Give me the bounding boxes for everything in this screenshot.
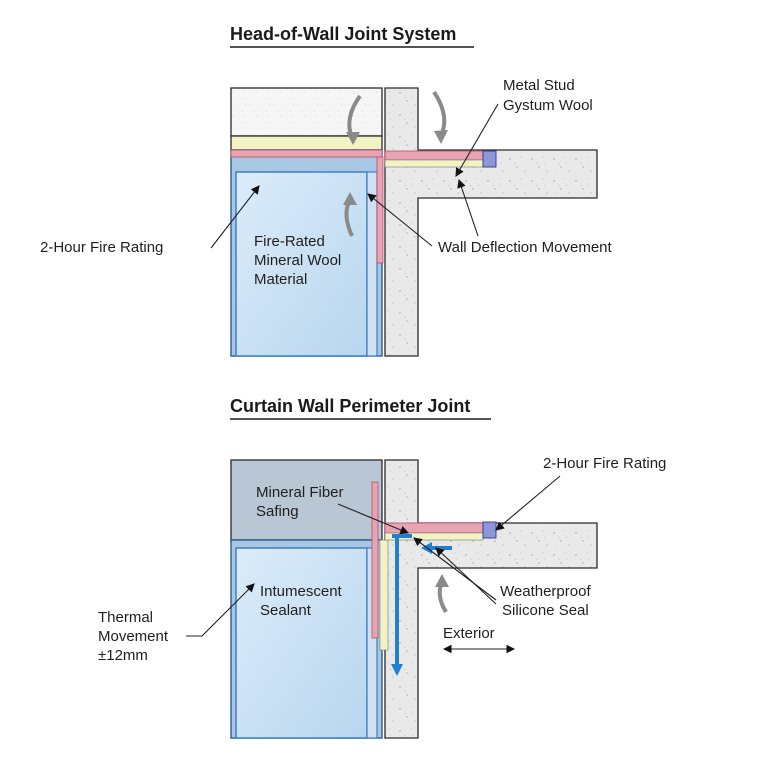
deflection-arrow-icon bbox=[346, 132, 360, 145]
label-mineral-fiber-1: Mineral Fiber bbox=[256, 484, 344, 501]
leader-deflection-a bbox=[367, 193, 433, 247]
seal-block bbox=[482, 521, 497, 539]
leader-seal-a bbox=[435, 547, 497, 605]
seal-block bbox=[482, 150, 497, 168]
label-weatherproof-2: Silicone Seal bbox=[502, 602, 589, 619]
label-thermal-2: Movement bbox=[98, 628, 169, 645]
leader-thermal bbox=[186, 583, 255, 637]
label-exterior: Exterior bbox=[443, 625, 495, 642]
label-thermal-3: ±12mm bbox=[98, 647, 148, 664]
intumescent-strip bbox=[379, 539, 389, 651]
fire-strip-vertical bbox=[371, 481, 379, 639]
leader-deflection-b bbox=[457, 178, 479, 237]
label-gypsum-wool: Gystum Wool bbox=[503, 97, 593, 114]
label-mineral-wool-2: Mineral Wool bbox=[254, 252, 341, 269]
label-intumescent-2: Sealant bbox=[260, 602, 312, 619]
label-intumescent-1: Intumescent bbox=[260, 583, 343, 600]
fire-strip-slab bbox=[384, 522, 484, 534]
upward-arrow-icon bbox=[343, 192, 357, 205]
label-mineral-fiber-2: Safing bbox=[256, 503, 299, 520]
mineral-fiber-safing bbox=[230, 459, 383, 541]
fire-strip-vertical bbox=[376, 156, 384, 264]
head-of-wall-diagram: Head-of-Wall Joint System Metal Stud Gys… bbox=[40, 24, 613, 357]
label-weatherproof-1: Weatherproof bbox=[500, 583, 591, 600]
insulation-band bbox=[230, 135, 383, 151]
leader-safing bbox=[337, 503, 410, 535]
head-of-wall-title: Head-of-Wall Joint System bbox=[230, 24, 456, 44]
thermal-arrow-down-icon bbox=[391, 664, 403, 676]
gypsum-layer bbox=[384, 159, 484, 168]
label-deflection: Wall Deflection Movement bbox=[438, 239, 613, 256]
label-thermal-1: Thermal bbox=[98, 609, 153, 626]
label-mineral-wool-1: Fire-Rated bbox=[254, 233, 325, 250]
leader-fire-rating-1 bbox=[210, 185, 260, 249]
curtain-wall-title: Curtain Wall Perimeter Joint bbox=[230, 396, 470, 416]
label-fire-rating-2: 2-Hour Fire Rating bbox=[543, 455, 666, 472]
fire-strip-top bbox=[230, 149, 383, 158]
curtain-wall-diagram: Curtain Wall Perimeter Joint Mineral Fib… bbox=[98, 396, 666, 739]
label-metal-stud: Metal Stud bbox=[503, 77, 575, 94]
curtain-wall-glazing bbox=[235, 547, 368, 739]
leader-seal-b bbox=[413, 537, 497, 601]
mullion bbox=[366, 171, 378, 357]
upper-slab bbox=[230, 87, 383, 137]
label-mineral-wool-3: Material bbox=[254, 271, 307, 288]
label-fire-rating-1: 2-Hour Fire Rating bbox=[40, 239, 163, 256]
upward-arrow-icon bbox=[435, 574, 449, 587]
leader-fire-rating-2 bbox=[495, 475, 561, 531]
leader-metal-stud bbox=[455, 103, 499, 177]
deflection-arrow-icon bbox=[434, 130, 448, 144]
concrete-wall bbox=[384, 87, 598, 357]
